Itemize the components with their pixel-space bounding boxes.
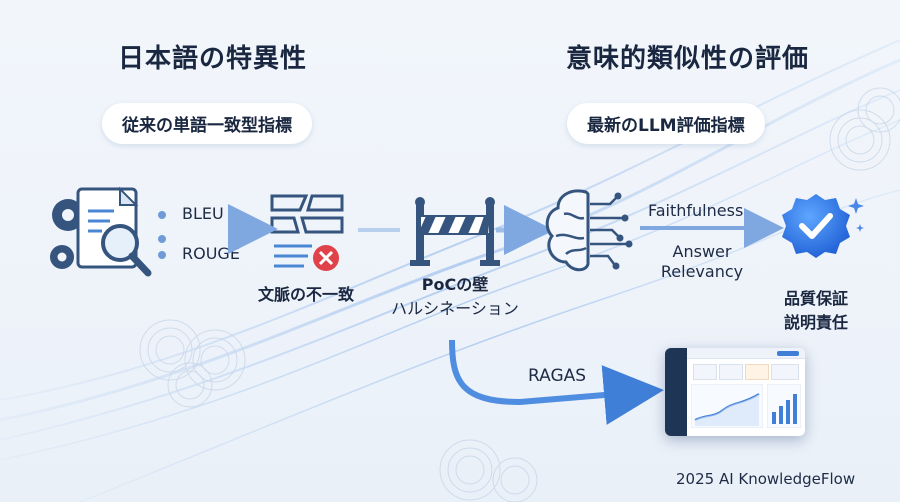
metric-faithfulness: Faithfulness [648, 201, 744, 220]
verified-badge-icon [782, 194, 864, 258]
metric-bleu: BLEU [158, 204, 224, 223]
metric-answer-relevancy-line1: Answer [672, 242, 732, 261]
mismatch-label: 文脈の不一致 [257, 285, 354, 304]
metric-rouge-label: ROUGE [182, 244, 240, 263]
dashboard-topbar [687, 348, 805, 359]
right-section-title: 意味的類似性の評価 [566, 44, 810, 74]
dashboard-card [693, 364, 717, 380]
dashboard-line-chart [691, 384, 763, 428]
bullet-icon [158, 210, 166, 219]
dashboard-bar-chart [767, 384, 801, 428]
left-section-subtitle: 従来の単語一致型指標 [102, 103, 312, 144]
ragas-label: RAGAS [528, 366, 587, 386]
ragas-curve-arrow [449, 339, 664, 425]
outcome-label: 品質保証 説明責任 [766, 287, 866, 335]
outcome-label-line1: 品質保証 [783, 289, 848, 308]
bullet-icon [158, 228, 182, 247]
metric-bleu-label: BLEU [182, 204, 224, 223]
brain-circuit-icon [545, 189, 633, 272]
dashboard-sidebar [665, 348, 687, 436]
dashboard-button [777, 351, 799, 356]
right-section-subtitle: 最新のLLM評価指標 [567, 103, 765, 144]
barrier-label-line2: ハルシネーション [391, 299, 519, 318]
bullet-icon [158, 250, 166, 259]
barrier-label-line1: PoCの壁 [421, 275, 489, 294]
metric-answer-relevancy: Answer Relevancy [652, 242, 752, 282]
dashboard-card [771, 364, 799, 380]
metric-rouge: ROUGE [158, 244, 240, 263]
document-analysis-icon [50, 186, 152, 277]
outcome-label-line2: 説明責任 [783, 313, 848, 332]
dashboard-thumbnail [665, 348, 805, 436]
broken-text-icon [270, 194, 344, 271]
left-section-title: 日本語の特異性 [118, 44, 308, 74]
barrier-label: PoCの壁 ハルシネーション [380, 273, 530, 321]
dashboard-card [745, 364, 769, 380]
dashboard-card [719, 364, 743, 380]
barrier-icon [410, 197, 500, 266]
metric-answer-relevancy-line2: Relevancy [660, 262, 744, 281]
footer-credit: 2025 AI KnowledgeFlow [676, 470, 856, 488]
